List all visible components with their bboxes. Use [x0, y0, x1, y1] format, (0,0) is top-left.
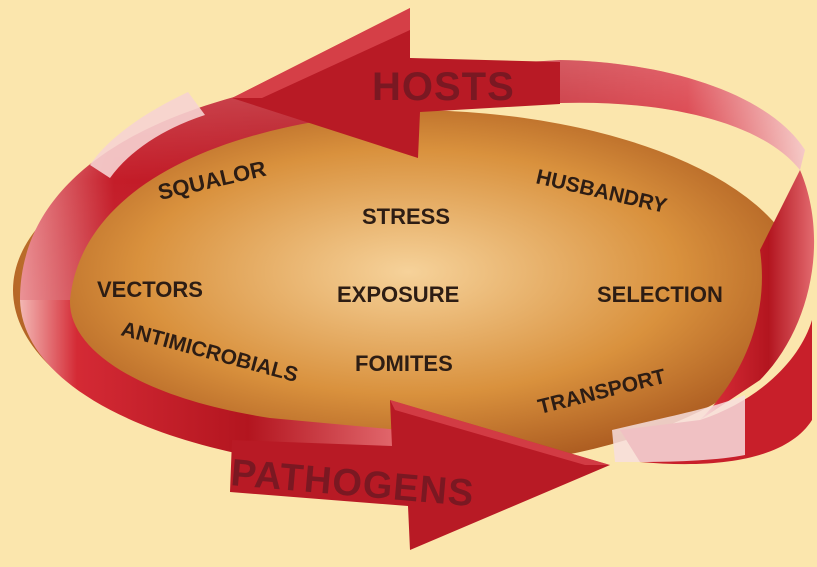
factor-exposure: EXPOSURE — [337, 282, 459, 307]
factor-vectors: VECTORS — [97, 277, 203, 302]
hosts-label: HOSTS — [372, 65, 515, 109]
factor-stress: STRESS — [362, 204, 450, 229]
factor-selection: SELECTION — [597, 282, 723, 307]
factor-fomites: FOMITES — [355, 351, 453, 376]
